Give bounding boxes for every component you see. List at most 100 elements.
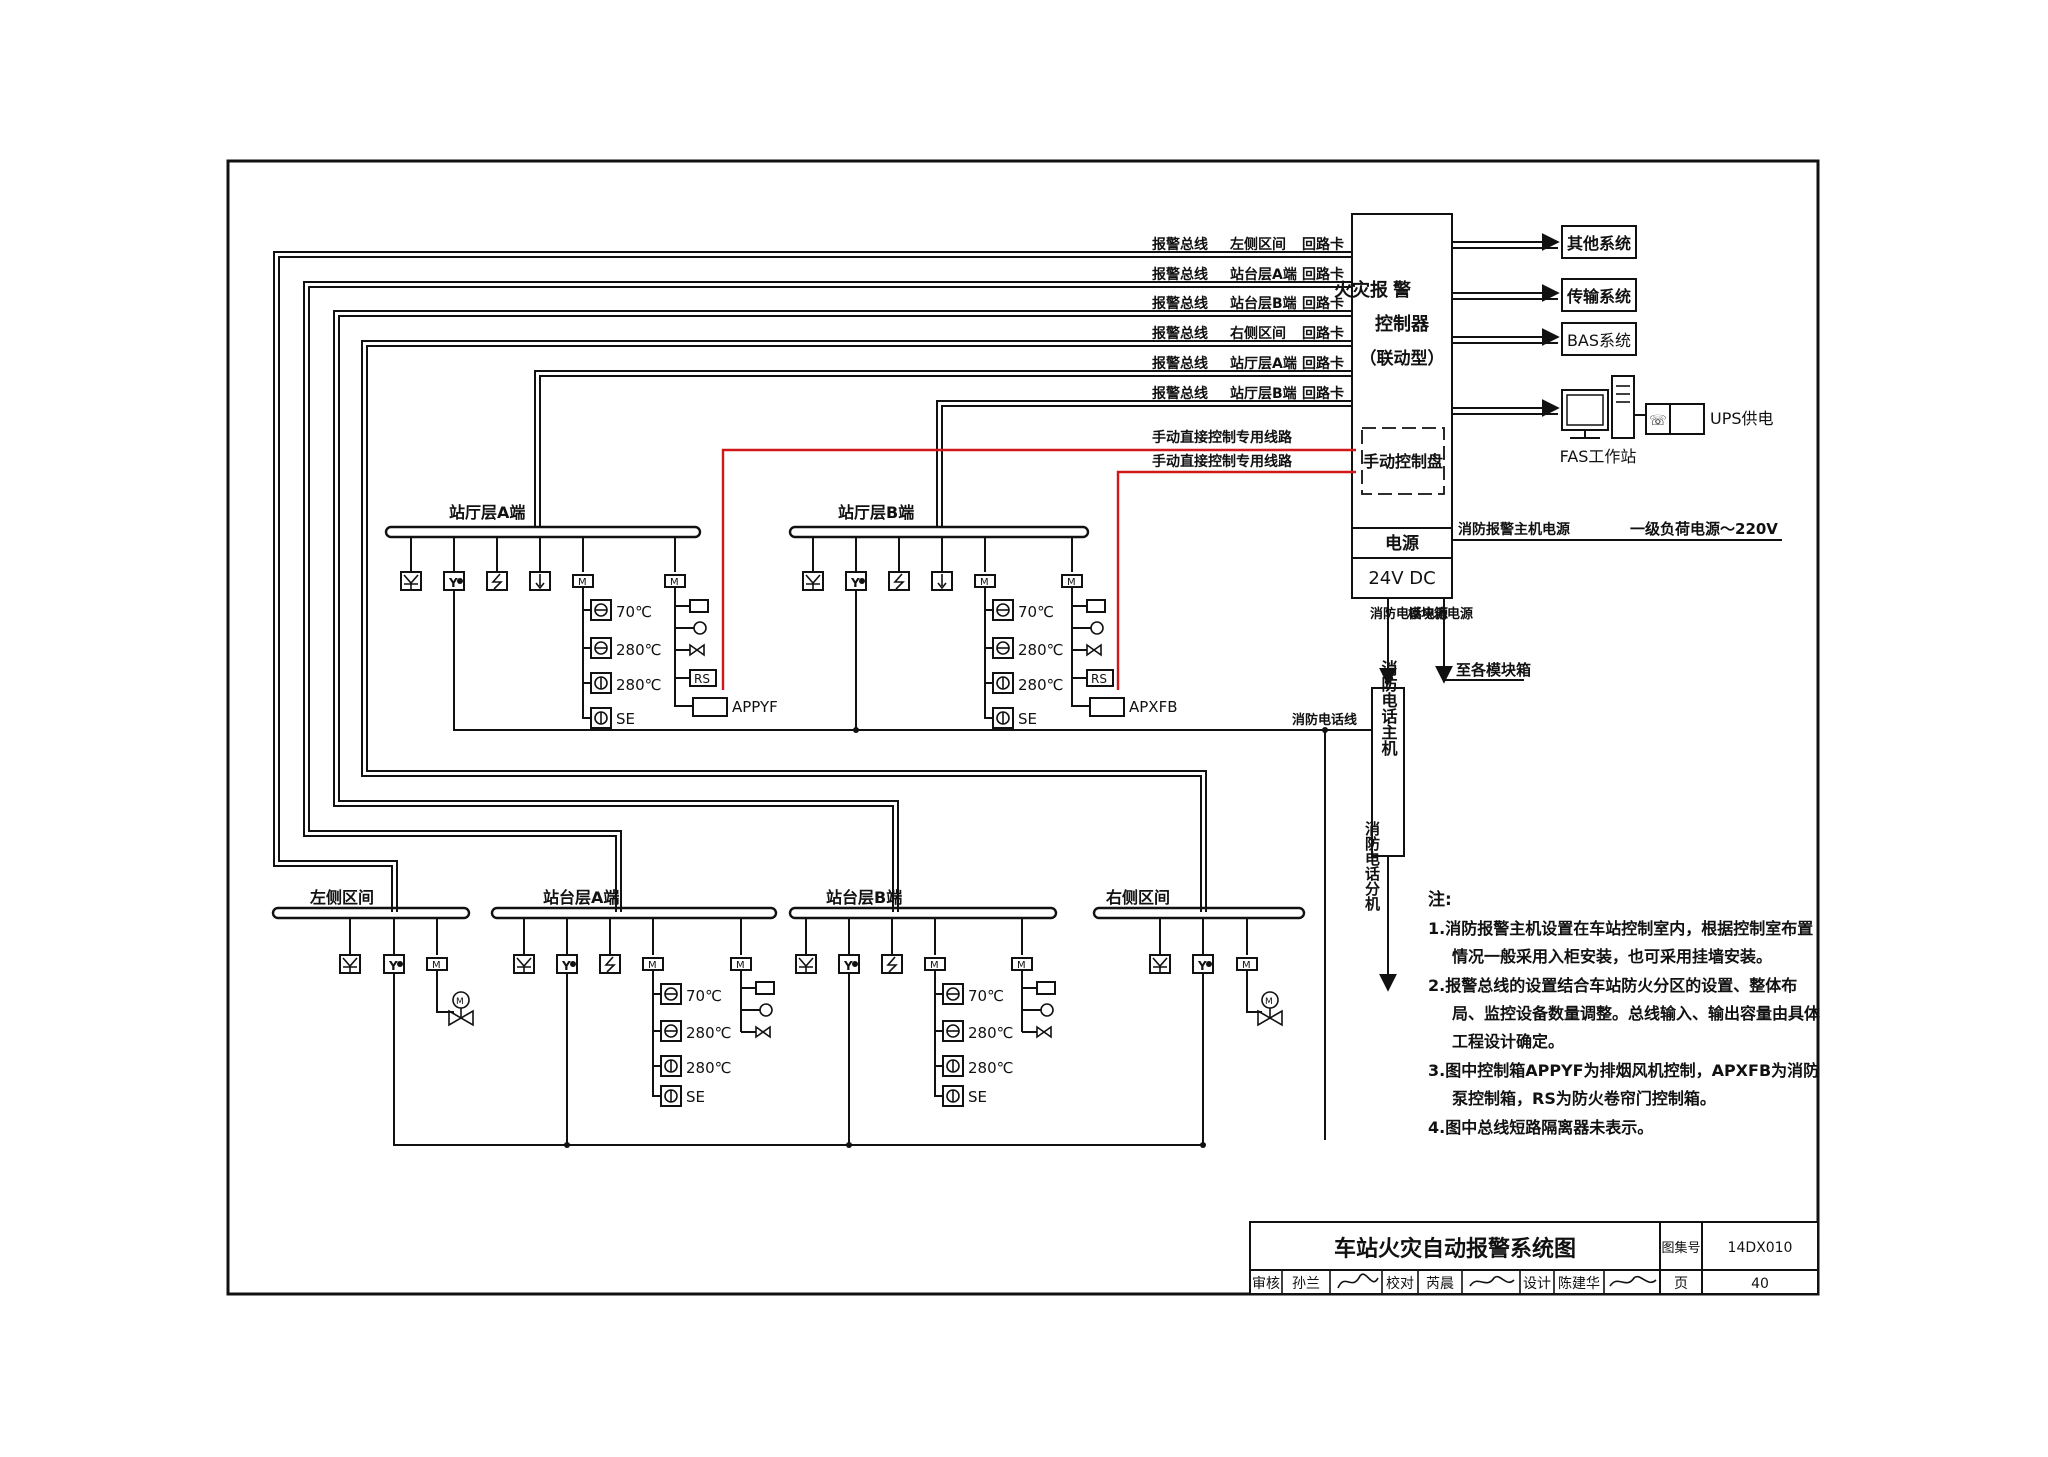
bus-label-c: 回路卡 xyxy=(1302,385,1344,402)
zone-hall-b: 站厅层B端 Y M M 70℃ 280℃ 280℃ SE RS APXFB xyxy=(788,503,1178,729)
temp-label: 70℃ xyxy=(686,987,722,1005)
indicator-icon xyxy=(1072,621,1104,635)
temp-label: 280℃ xyxy=(1018,676,1063,694)
damper-280-icon xyxy=(653,1055,682,1077)
alarm-bell-icon xyxy=(741,981,775,995)
bus-labels: 报警总线 左侧区间 回路卡 报警总线 站台层A端 回路卡 报警总线 站台层B端 … xyxy=(1152,236,1344,470)
manual-alarm-icon: Y xyxy=(383,954,405,974)
damper-70-icon xyxy=(653,983,682,1005)
svg-text:Y: Y xyxy=(388,959,398,973)
bus-label-row: 报警总线 站台层A端 回路卡 xyxy=(1152,266,1344,283)
valve-icon xyxy=(1072,643,1102,657)
valve-icon xyxy=(741,1025,771,1039)
zone-platform-b-label: 站台层B端 xyxy=(826,888,902,907)
host-power-label: 消防报警主机电源 xyxy=(1458,521,1570,538)
design-label: 设计 xyxy=(1523,1276,1551,1292)
svg-text:M: M xyxy=(578,577,587,588)
motor-valve-icon: M xyxy=(448,991,474,1027)
phone-line-label: 消防电话线 xyxy=(1292,712,1357,728)
note-line: 3.图中控制箱APPYF为排烟风机控制，APXFB为消防 xyxy=(1428,1061,1819,1080)
temp-label: 70℃ xyxy=(616,603,652,621)
output-systems: 其他系统 传输系统 BAS系统 FAS工作站 ☏ UPS供电 xyxy=(1452,225,1774,466)
note-line: 1.消防报警主机设置在车站控制室内，根据控制室布置 xyxy=(1428,919,1813,938)
flame-detector-icon xyxy=(486,571,508,591)
fire-phone-host xyxy=(1371,687,1405,857)
heat-detector-icon xyxy=(931,571,953,591)
alarm-bell-icon xyxy=(1072,599,1106,613)
module-icon: M xyxy=(426,957,448,971)
grid-power-label: 一级负荷电源～220V xyxy=(1630,520,1778,538)
fire-phone-ext-label: 消防电话分机 xyxy=(1363,820,1381,912)
controller-title-l4: （联动型） xyxy=(1360,348,1445,369)
temp-label: 280℃ xyxy=(968,1059,1013,1077)
bus-label-a: 报警总线 xyxy=(1152,236,1208,253)
manual-alarm-icon: Y xyxy=(845,571,867,591)
note-line: 4.图中总线短路隔离器未表示。 xyxy=(1428,1118,1653,1137)
svg-text:M: M xyxy=(930,960,939,971)
se-damper-icon xyxy=(660,1085,682,1107)
other-system-label: 其他系统 xyxy=(1567,234,1631,253)
module-icon: M xyxy=(664,574,686,588)
notes-title: 注: xyxy=(1428,889,1452,910)
manual-alarm-icon: Y xyxy=(556,954,578,974)
zone-hall-a-label: 站厅层A端 xyxy=(449,503,525,522)
module-icon: M xyxy=(1061,574,1083,588)
drawing-title: 车站火灾自动报警系统图 xyxy=(1334,1236,1576,1262)
note-line: 工程设计确定。 xyxy=(1452,1032,1564,1051)
se-label: SE xyxy=(968,1088,987,1106)
bas-system-label: BAS系统 xyxy=(1567,331,1631,350)
flame-detector-icon xyxy=(888,571,910,591)
temp-label: 280℃ xyxy=(616,676,661,694)
svg-text:Y: Y xyxy=(561,959,571,973)
temp-label: 280℃ xyxy=(1018,641,1063,659)
check-signature xyxy=(1469,1275,1515,1287)
svg-text:M: M xyxy=(736,960,745,971)
controller-title-l1: 火灾报 xyxy=(1334,279,1388,301)
note-line: 泵控制箱，RS为防火卷帘门控制箱。 xyxy=(1451,1089,1716,1108)
zone-hall-b-label: 站厅层B端 xyxy=(838,503,914,522)
bus-label-b: 站厅层A端 xyxy=(1230,355,1297,372)
review-name: 孙兰 xyxy=(1292,1276,1320,1292)
manual-control-panel xyxy=(1361,427,1445,495)
zone-left-label: 左侧区间 xyxy=(309,888,374,907)
motor-valve-icon: M xyxy=(1257,991,1283,1027)
bus-label-row: 报警总线 站厅层A端 回路卡 xyxy=(1152,355,1344,372)
controller-title-l3: 控制器 xyxy=(1375,313,1430,335)
svg-text:☏: ☏ xyxy=(1649,413,1667,429)
zone-hall-a: 站厅层A端 Y M M 70℃ 280℃ 280℃ SE RS APPYF xyxy=(384,503,778,729)
manual-line-apxfb xyxy=(1116,470,1356,690)
to-module-label: 至各模块箱 xyxy=(1456,661,1531,679)
bus-label-b: 站厅层B端 xyxy=(1230,385,1297,402)
module-icon: M xyxy=(974,574,996,588)
smoke-detector-icon xyxy=(1149,954,1171,974)
se-label: SE xyxy=(616,710,635,728)
rs-box: RS xyxy=(675,669,717,687)
bus-label-row: 报警总线 站厅层B端 回路卡 xyxy=(1152,385,1344,402)
lower-phone-line xyxy=(393,973,1206,1148)
zone-platform-a-label: 站台层A端 xyxy=(543,888,619,907)
drawing-frame xyxy=(226,159,1820,1296)
bus-label-b: 站台层A端 xyxy=(1230,266,1297,283)
damper-280-icon xyxy=(935,1020,964,1042)
svg-text:M: M xyxy=(1242,960,1251,971)
damper-280-icon xyxy=(985,672,1014,694)
ups-label: UPS供电 xyxy=(1710,409,1774,428)
damper-70-icon xyxy=(583,599,612,621)
bus-label-row: 报警总线 站台层B端 回路卡 xyxy=(1152,295,1344,312)
other-system-box xyxy=(1561,225,1637,259)
bus-label-a: 报警总线 xyxy=(1152,266,1208,283)
se-damper-icon xyxy=(590,707,612,729)
damper-280-icon xyxy=(985,637,1014,659)
atlas-label: 图集号 xyxy=(1661,1240,1700,1256)
check-label: 校对 xyxy=(1386,1275,1414,1292)
se-label: SE xyxy=(686,1088,705,1106)
note-line: 情况一般采用入柜安装，也可采用挂墙安装。 xyxy=(1452,947,1772,966)
bus-label-a: 报警总线 xyxy=(1152,295,1208,312)
bus-label-row: 报警总线 左侧区间 回路卡 xyxy=(1152,236,1344,253)
temp-label: 280℃ xyxy=(968,1024,1013,1042)
svg-text:M: M xyxy=(980,577,989,588)
bus-label-c: 回路卡 xyxy=(1302,236,1344,253)
temp-label: 70℃ xyxy=(1018,603,1054,621)
damper-70-icon xyxy=(985,599,1014,621)
indicator-icon xyxy=(675,621,707,635)
